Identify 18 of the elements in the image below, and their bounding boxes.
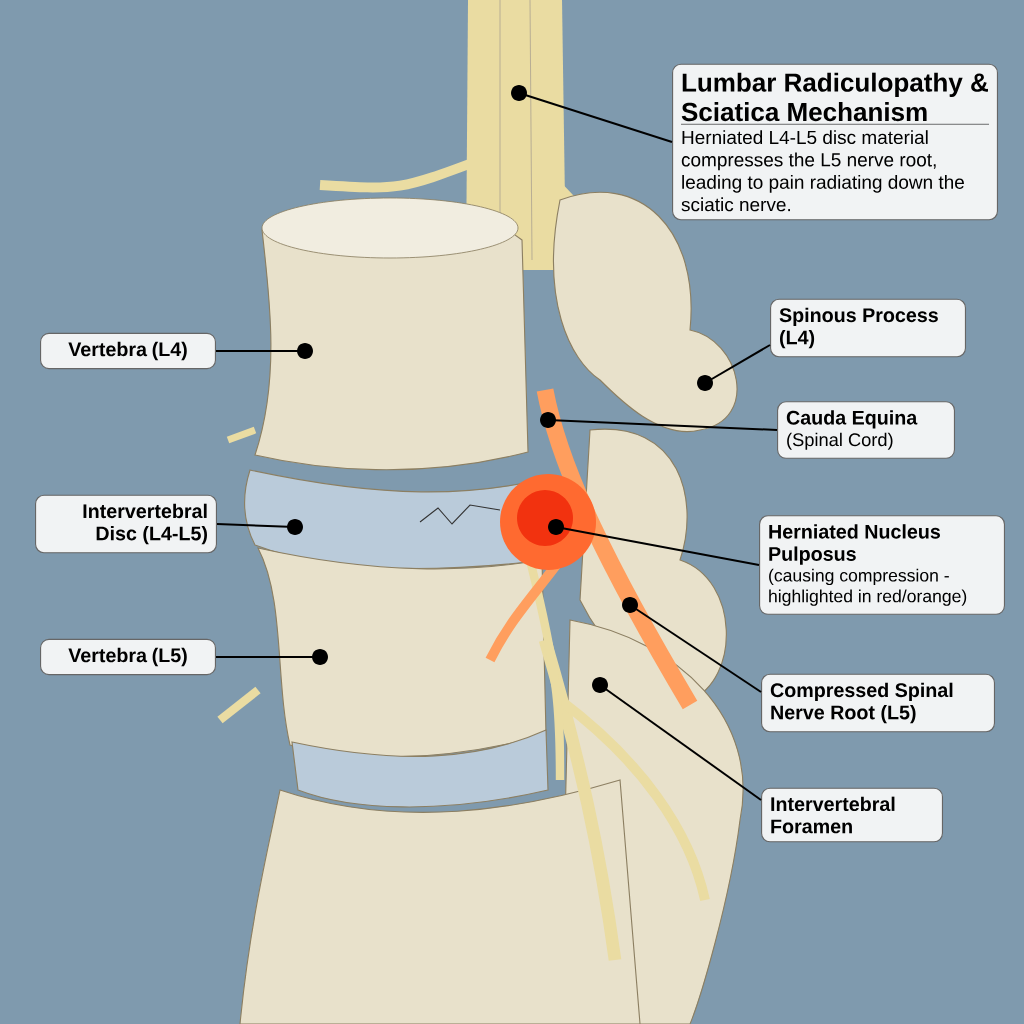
label-box: Lumbar Radiculopathy & Sciatica Mechanism Herniated L4-L5 disc material compresses the L5 nerve root, leading to pain radiating down the sciatic nerve. (672, 63, 998, 221)
leader-line (216, 519, 303, 535)
label-box: Intervertebral Disc (L4-L5) (35, 494, 217, 554)
leader-line (215, 343, 313, 359)
leader-line (622, 597, 762, 693)
label-box: Vertebra (L5) (40, 638, 216, 676)
label-box: Spinous Process (L4) (770, 298, 966, 358)
label-box: Compressed Spinal Nerve Root (L5) (761, 673, 995, 733)
label-box: Intervertebral Foramen (761, 787, 943, 843)
label-box: Cauda Equina (Spinal Cord) (777, 401, 955, 459)
label-box: Vertebra (L4) (40, 332, 216, 370)
leader-line (697, 344, 771, 391)
leader-line (511, 85, 673, 143)
leader-line (215, 649, 328, 665)
leader-line (592, 677, 762, 801)
leader-line (540, 412, 778, 431)
label-box: Herniated Nucleus Pulposus (causing compression - highlighted in red/orange) (759, 515, 1005, 615)
leader-line (548, 519, 760, 566)
